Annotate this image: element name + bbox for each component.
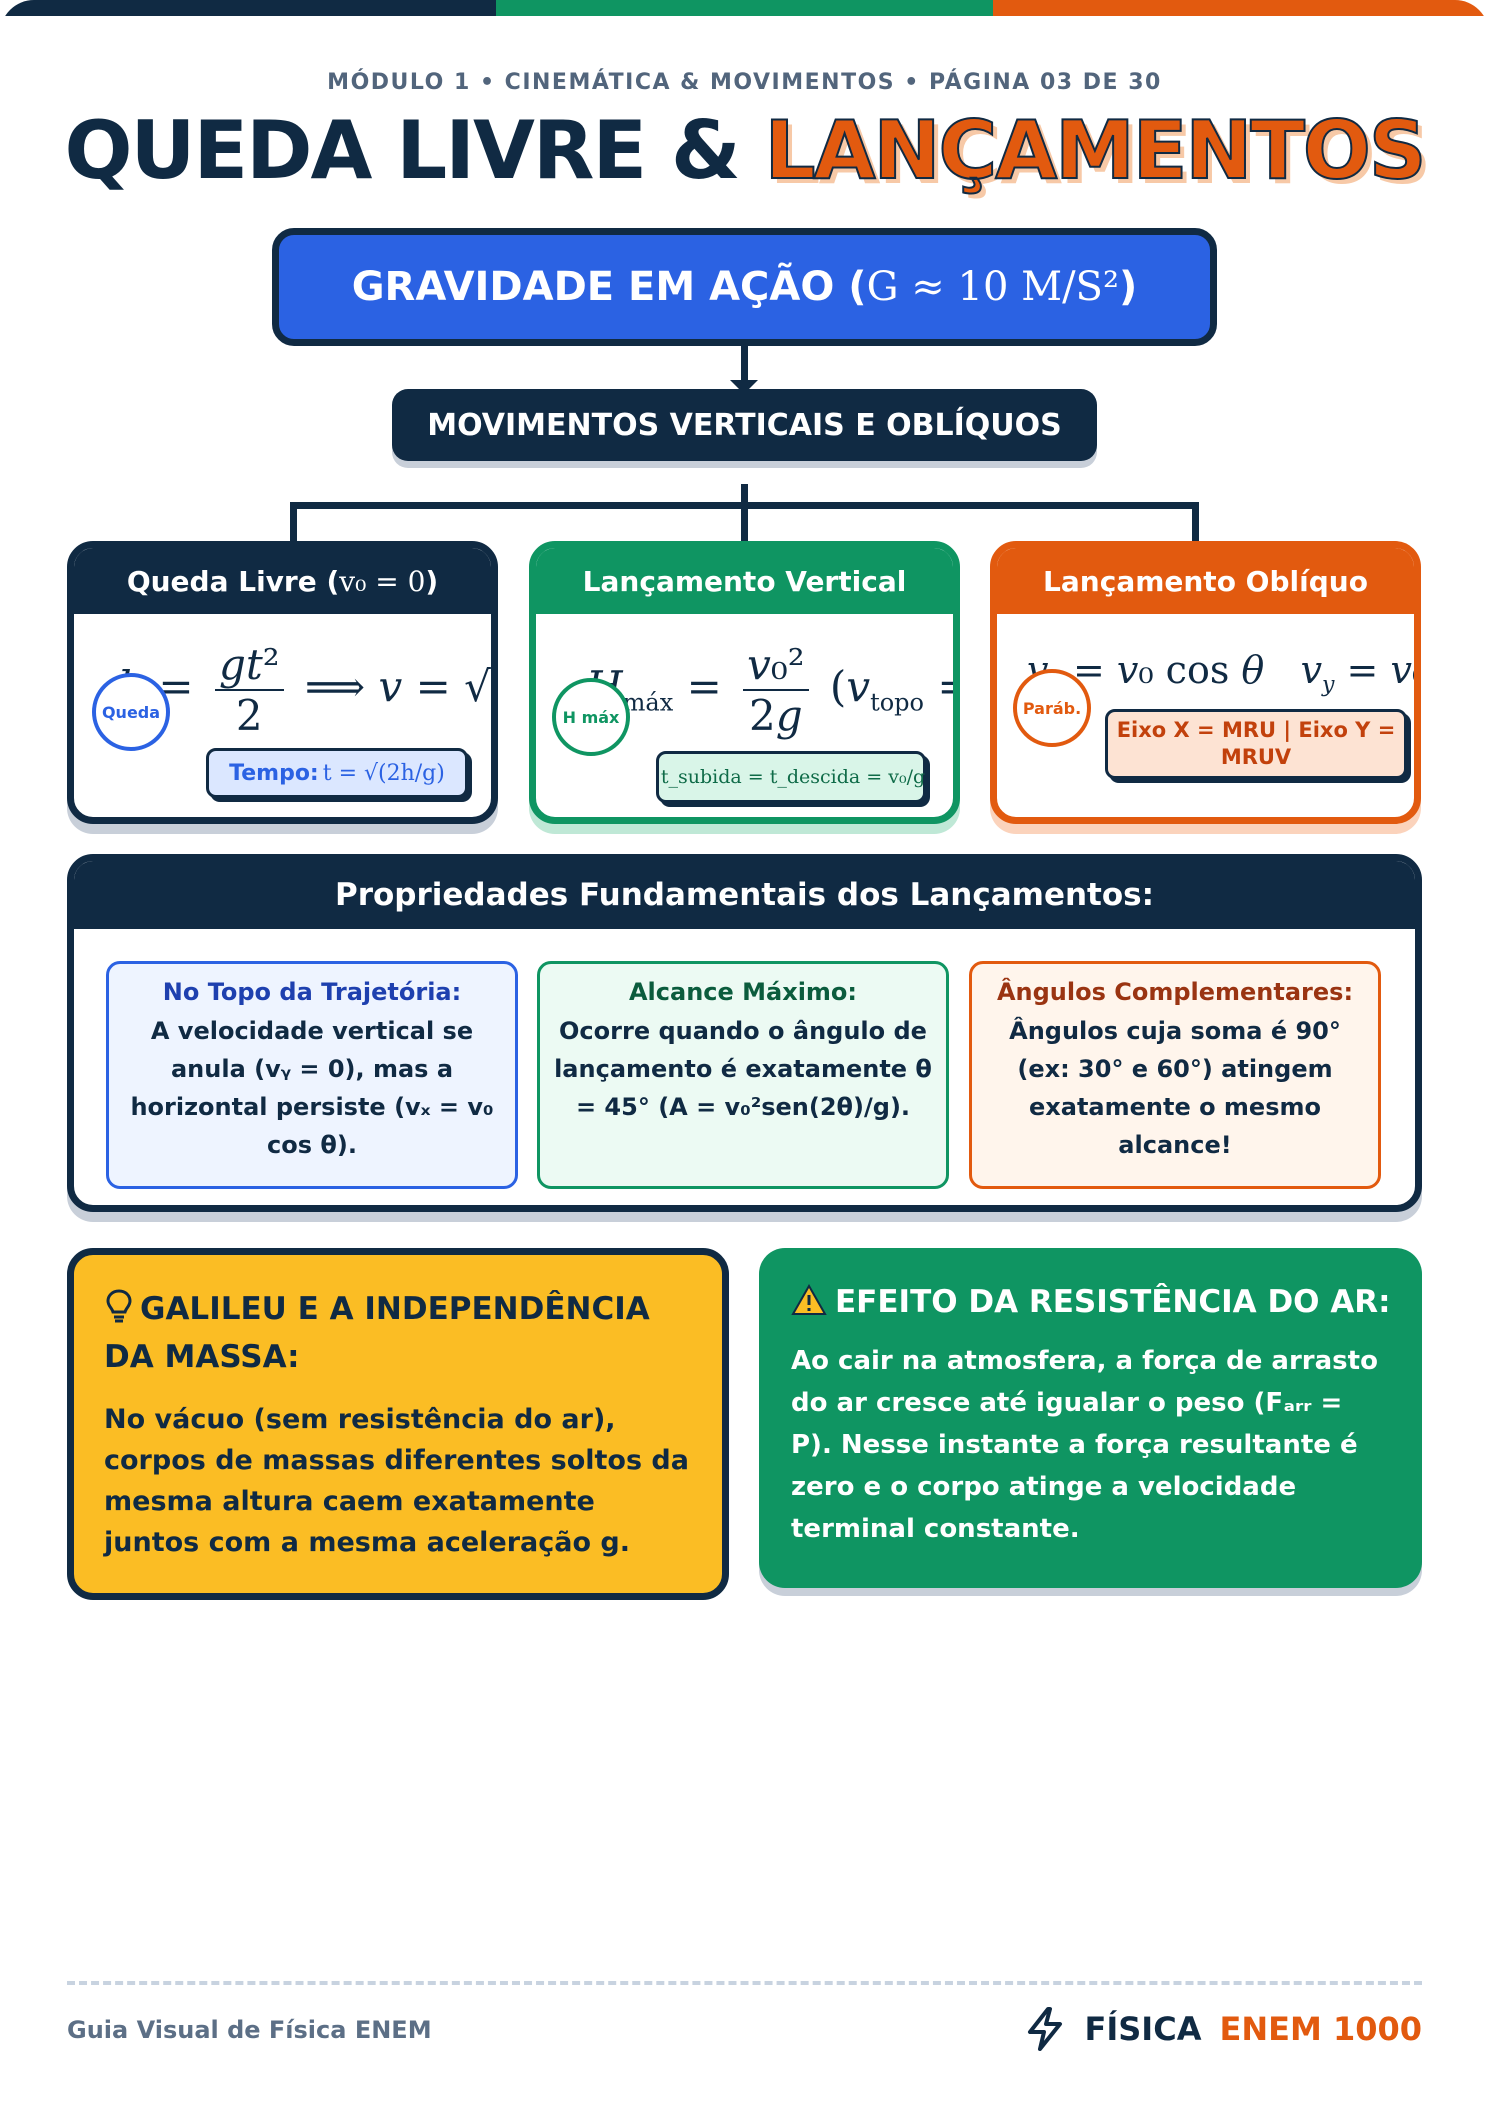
footer-guide-label: Guia Visual de Física ENEM — [67, 2016, 432, 2044]
property-heading: Ângulos Complementares: — [996, 978, 1354, 1006]
galileo-box: GALILEU E A INDEPENDÊNCIA DA MASSA: No v… — [67, 1248, 729, 1600]
badge-parabola: Paráb. — [1013, 669, 1091, 747]
badge-hmax: H máx — [552, 678, 630, 756]
property-text: A velocidade vertical se anula (vᵧ = 0),… — [130, 1017, 494, 1159]
property-angulos: Ângulos Complementares: Ângulos cuja som… — [969, 961, 1381, 1189]
gravity-label: GRAVIDADE EM AÇÃO ( — [351, 264, 867, 310]
property-heading: No Topo da Trajetória: — [162, 978, 462, 1006]
galileo-title: GALILEU E A INDEPENDÊNCIA DA MASSA: — [104, 1285, 692, 1381]
property-topo: No Topo da Trajetória: A velocidade vert… — [106, 961, 518, 1189]
gravity-banner: GRAVIDADE EM AÇÃO (G ≈ 10 M/S²) — [272, 228, 1217, 346]
page-title: QUEDA LIVRE & LANÇAMENTOS — [0, 103, 1489, 198]
connector-line — [741, 346, 748, 382]
connector-line — [290, 502, 1199, 509]
galileo-text: No vácuo (sem resistência do ar), corpos… — [104, 1404, 689, 1558]
connector-line — [290, 502, 297, 544]
movements-heading: MOVIMENTOS VERTICAIS E OBLÍQUOS — [392, 389, 1097, 461]
lightning-icon — [1028, 2007, 1063, 2051]
card-lancamento-obliquo: Lançamento Oblíquo vx = v₀ cos θ vy = v₀… — [990, 541, 1421, 824]
badge-queda: Queda — [92, 673, 170, 751]
lightbulb-icon — [106, 1289, 132, 1323]
properties-panel: Propriedades Fundamentais dos Lançamento… — [67, 854, 1422, 1212]
brand-enem: ENEM 1000 — [1219, 2010, 1422, 2048]
top-color-bar — [0, 0, 1489, 16]
connector-line — [741, 484, 748, 544]
brand-fisica: FÍSICA — [1084, 2010, 1202, 2048]
gravity-close: ) — [1118, 264, 1138, 310]
footer-brand: FÍSICA ENEM 1000 — [1024, 2006, 1422, 2052]
title-main: QUEDA LIVRE & — [64, 104, 765, 197]
card-title: Lançamento Vertical — [536, 548, 953, 614]
warning-icon — [791, 1283, 827, 1315]
chip-tempo: Tempo:t = √(2h/g) — [206, 748, 468, 798]
card-title: Queda Livre (v₀ = 0) — [74, 548, 491, 614]
resistance-title: EFEITO DA RESISTÊNCIA DO AR: — [791, 1278, 1391, 1326]
property-text: Ângulos cuja soma é 90° (ex: 30° e 60°) … — [1009, 1017, 1341, 1159]
property-heading: Alcance Máximo: — [628, 978, 858, 1006]
chip-tempos: t_subida = t_descida = v₀/g — [656, 751, 926, 803]
footer-divider — [67, 1981, 1422, 1985]
formula-obliquo: vx = v₀ cos θ vy = v₀s — [1027, 648, 1414, 698]
resistance-box: EFEITO DA RESISTÊNCIA DO AR: Ao cair na … — [759, 1248, 1422, 1588]
card-title: Lançamento Oblíquo — [997, 548, 1414, 614]
property-alcance: Alcance Máximo: Ocorre quando o ângulo d… — [537, 961, 949, 1189]
resistance-text: Ao cair na atmosfera, a força de arrasto… — [791, 1346, 1378, 1544]
chip-eixos: Eixo X = MRU | Eixo Y = MRUV — [1105, 709, 1407, 779]
module-kicker: MÓDULO 1 • CINEMÁTICA & MOVIMENTOS • PÁG… — [327, 70, 1162, 95]
gravity-formula: G ≈ 10 M/S² — [866, 264, 1119, 310]
properties-title: Propriedades Fundamentais dos Lançamento… — [74, 861, 1415, 929]
connector-line — [1192, 502, 1199, 544]
title-highlight: LANÇAMENTOS — [764, 103, 1428, 198]
property-text: Ocorre quando o ângulo de lançamento é e… — [554, 1017, 932, 1121]
